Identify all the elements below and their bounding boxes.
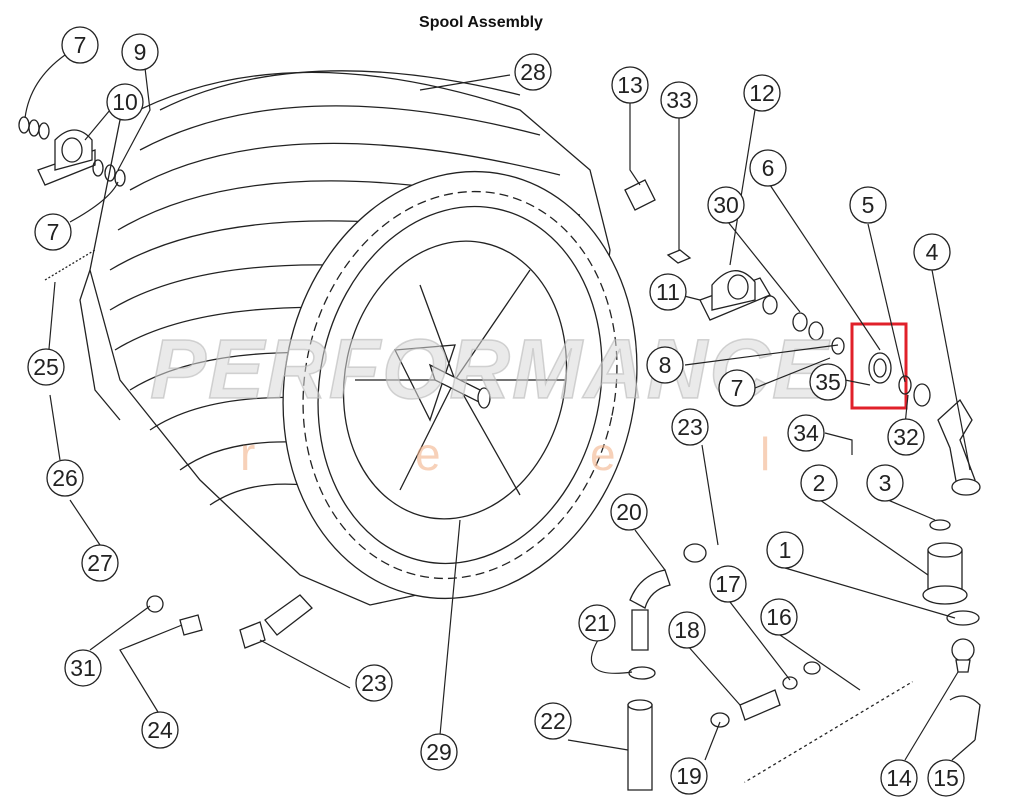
svg-text:29: 29 bbox=[426, 739, 452, 765]
svg-text:e: e bbox=[415, 428, 441, 480]
svg-text:23: 23 bbox=[361, 670, 387, 696]
svg-text:24: 24 bbox=[147, 717, 173, 743]
callout-23-b: 23 bbox=[355, 664, 393, 702]
svg-text:3: 3 bbox=[879, 470, 892, 496]
svg-text:18: 18 bbox=[674, 617, 700, 643]
svg-text:30: 30 bbox=[713, 192, 739, 218]
svg-text:23: 23 bbox=[677, 414, 703, 440]
svg-text:7: 7 bbox=[47, 219, 60, 245]
svg-text:11: 11 bbox=[656, 279, 680, 305]
svg-text:28: 28 bbox=[520, 59, 546, 85]
callout-9: 9 bbox=[121, 33, 159, 71]
svg-text:32: 32 bbox=[893, 424, 919, 450]
svg-text:31: 31 bbox=[70, 655, 96, 681]
callout-14: 14 bbox=[880, 759, 918, 797]
svg-text:26: 26 bbox=[52, 465, 78, 491]
callout-3: 3 bbox=[866, 464, 904, 502]
callout-32: 32 bbox=[887, 418, 925, 456]
callout-31: 31 bbox=[64, 649, 102, 687]
callout-13: 13 bbox=[611, 66, 649, 104]
callout-4: 4 bbox=[913, 233, 951, 271]
svg-text:2: 2 bbox=[813, 470, 826, 496]
spool-drum bbox=[79, 70, 638, 606]
highlight-box bbox=[850, 322, 908, 410]
svg-text:1: 1 bbox=[779, 537, 792, 563]
svg-text:21: 21 bbox=[584, 610, 610, 636]
callout-12: 12 bbox=[743, 74, 781, 112]
callout-24: 24 bbox=[141, 711, 179, 749]
svg-text:8: 8 bbox=[659, 352, 672, 378]
callout-18: 18 bbox=[668, 611, 706, 649]
svg-text:l: l bbox=[760, 428, 770, 480]
svg-text:35: 35 bbox=[815, 369, 841, 395]
callout-16: 16 bbox=[760, 598, 798, 636]
left-bearing-parts bbox=[18, 116, 126, 281]
svg-text:13: 13 bbox=[617, 72, 643, 98]
callout-23-a: 23 bbox=[671, 408, 709, 446]
callout-1: 1 bbox=[766, 531, 804, 569]
callout-17: 17 bbox=[709, 565, 747, 603]
svg-text:33: 33 bbox=[666, 87, 692, 113]
callout-10: 10 bbox=[106, 83, 144, 121]
svg-text:19: 19 bbox=[676, 763, 702, 789]
callout-7-a: 7 bbox=[61, 26, 99, 64]
svg-text:12: 12 bbox=[749, 80, 775, 106]
callout-34: 34 bbox=[787, 414, 825, 452]
callout-35: 35 bbox=[809, 363, 847, 401]
svg-text:27: 27 bbox=[87, 550, 113, 576]
callout-2: 2 bbox=[800, 464, 838, 502]
callout-11: 11 bbox=[649, 273, 687, 311]
callout-28: 28 bbox=[514, 53, 552, 91]
callout-29: 29 bbox=[420, 733, 458, 771]
svg-text:14: 14 bbox=[886, 765, 912, 791]
callout-7-c: 7 bbox=[718, 369, 756, 407]
svg-text:34: 34 bbox=[793, 420, 819, 446]
svg-text:20: 20 bbox=[616, 499, 642, 525]
callout-33: 33 bbox=[660, 81, 698, 119]
svg-text:4: 4 bbox=[926, 239, 939, 265]
callout-21: 21 bbox=[578, 604, 616, 642]
right-side-parts bbox=[146, 179, 981, 791]
svg-text:5: 5 bbox=[862, 192, 875, 218]
svg-text:22: 22 bbox=[540, 708, 566, 734]
svg-text:e: e bbox=[590, 428, 616, 480]
callout-6: 6 bbox=[749, 149, 787, 187]
svg-text:PERFORMANCE: PERFORMANCE bbox=[150, 322, 831, 416]
callout-5: 5 bbox=[849, 186, 887, 224]
diagram-title: Spool Assembly bbox=[419, 14, 543, 31]
svg-text:r: r bbox=[240, 428, 255, 480]
svg-text:9: 9 bbox=[134, 39, 147, 65]
callout-7-b: 7 bbox=[34, 213, 72, 251]
callout-26: 26 bbox=[46, 459, 84, 497]
svg-text:6: 6 bbox=[762, 155, 775, 181]
callout-25: 25 bbox=[27, 348, 65, 386]
svg-text:10: 10 bbox=[112, 89, 138, 115]
callout-30: 30 bbox=[707, 186, 745, 224]
svg-text:25: 25 bbox=[33, 354, 59, 380]
svg-text:17: 17 bbox=[715, 571, 741, 597]
svg-text:7: 7 bbox=[731, 375, 744, 401]
callout-19: 19 bbox=[670, 757, 708, 795]
svg-text:16: 16 bbox=[766, 604, 792, 630]
watermark: PERFORMANCE r e e l bbox=[149, 321, 831, 480]
callout-20: 20 bbox=[610, 493, 648, 531]
svg-text:7: 7 bbox=[74, 32, 87, 58]
callout-27: 27 bbox=[81, 544, 119, 582]
svg-text:15: 15 bbox=[933, 765, 959, 791]
callout-8: 8 bbox=[646, 346, 684, 384]
callout-22: 22 bbox=[534, 702, 572, 740]
callout-15: 15 bbox=[927, 759, 965, 797]
